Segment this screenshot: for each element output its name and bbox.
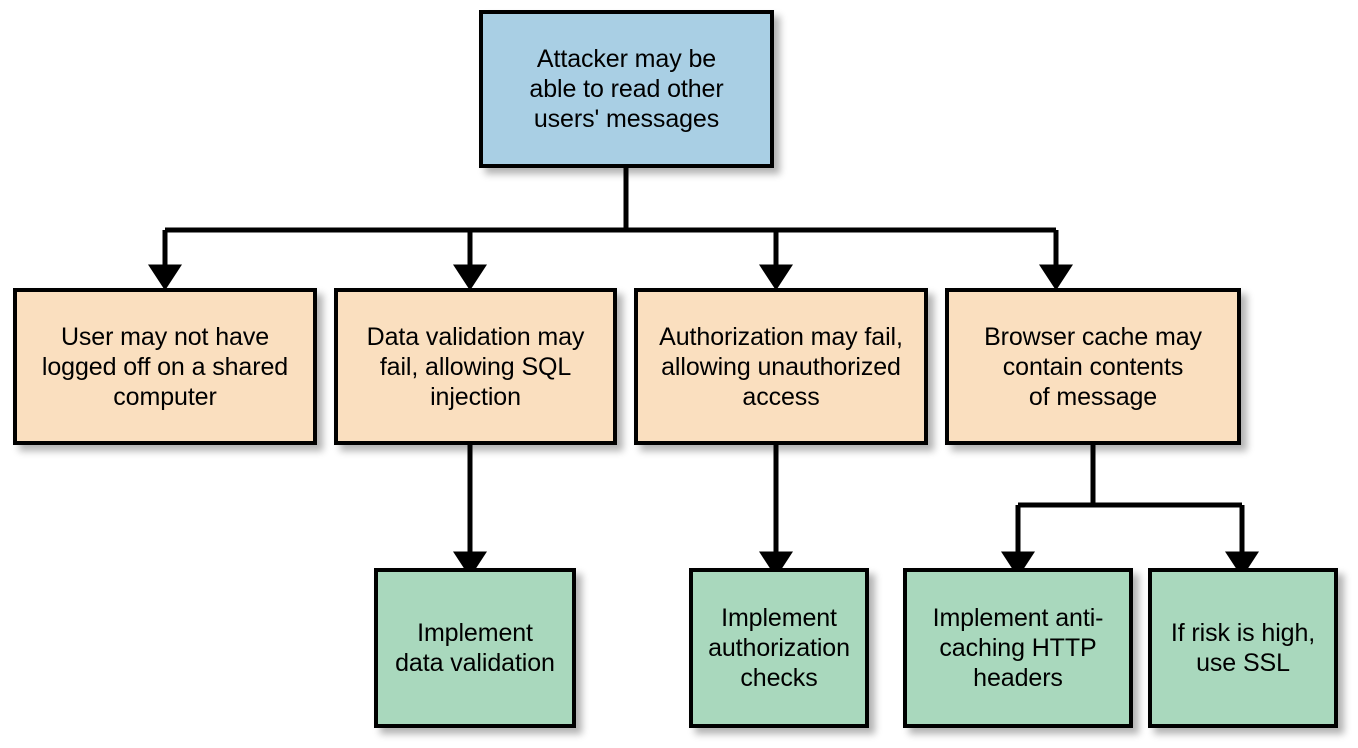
node-threat-2-label: Data validation may fail, allowing SQL i… xyxy=(366,322,585,411)
node-mitigation-use-ssl[interactable]: If risk is high, use SSL xyxy=(1148,568,1338,728)
node-threat-shared-computer[interactable]: User may not have logged off on a shared… xyxy=(13,288,317,445)
node-mitigation-2-label: Implement authorization checks xyxy=(708,604,850,692)
node-mitigation-3-label: Implement anti- caching HTTP headers xyxy=(932,604,1104,692)
node-mitigation-anti-caching-headers[interactable]: Implement anti- caching HTTP headers xyxy=(903,568,1133,728)
node-mitigation-4-label: If risk is high, use SSL xyxy=(1170,619,1316,677)
node-threat-3-label: Authorization may fail, allowing unautho… xyxy=(659,322,903,411)
node-mitigation-1-label: Implement data validation xyxy=(395,619,555,677)
node-threat-browser-cache[interactable]: Browser cache may contain contents of me… xyxy=(945,288,1241,445)
node-threat-authorization[interactable]: Authorization may fail, allowing unautho… xyxy=(634,288,928,445)
node-mitigation-data-validation[interactable]: Implement data validation xyxy=(374,568,576,728)
node-threat-4-label: Browser cache may contain contents of me… xyxy=(984,322,1202,411)
node-mitigation-authorization-checks[interactable]: Implement authorization checks xyxy=(689,568,869,728)
node-threat-sql-injection[interactable]: Data validation may fail, allowing SQL i… xyxy=(334,288,617,445)
node-threat-1-label: User may not have logged off on a shared… xyxy=(41,322,289,411)
node-root-label: Attacker may be able to read other users… xyxy=(529,45,724,133)
node-threat-root[interactable]: Attacker may be able to read other users… xyxy=(479,10,774,168)
